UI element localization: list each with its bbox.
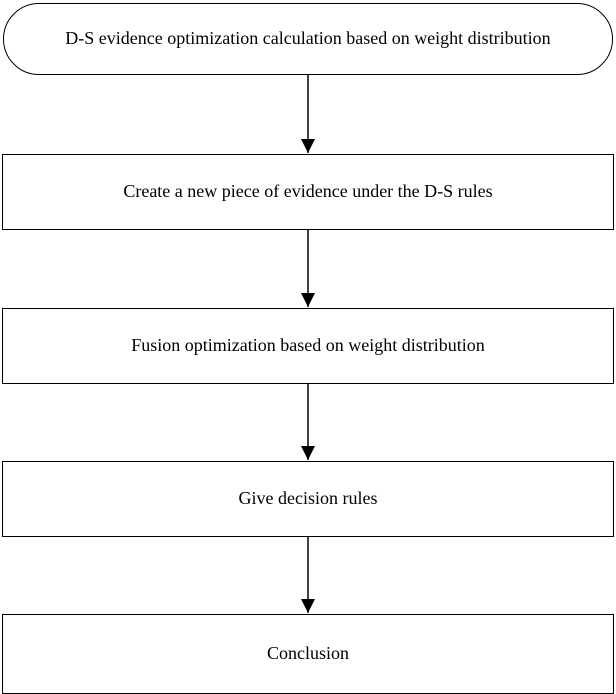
step-decision-rules-label: Give decision rules	[238, 488, 378, 509]
arrow-step-3-to-step-4	[301, 537, 315, 613]
start-terminal: D-S evidence optimization calculation ba…	[3, 3, 613, 75]
step-conclusion: Conclusion	[2, 614, 614, 694]
arrow-start-to-step-1	[301, 75, 315, 153]
step-fusion-optimization-label: Fusion optimization based on weight dist…	[131, 335, 485, 356]
arrow-step-1-to-step-2	[301, 230, 315, 307]
arrow-step-2-to-step-3	[301, 384, 315, 460]
step-create-evidence: Create a new piece of evidence under the…	[2, 154, 614, 230]
step-conclusion-label: Conclusion	[266, 643, 349, 664]
step-fusion-optimization: Fusion optimization based on weight dist…	[2, 308, 614, 384]
start-terminal-label: D-S evidence optimization calculation ba…	[65, 28, 551, 49]
step-create-evidence-label: Create a new piece of evidence under the…	[123, 181, 493, 202]
step-decision-rules: Give decision rules	[2, 461, 614, 537]
